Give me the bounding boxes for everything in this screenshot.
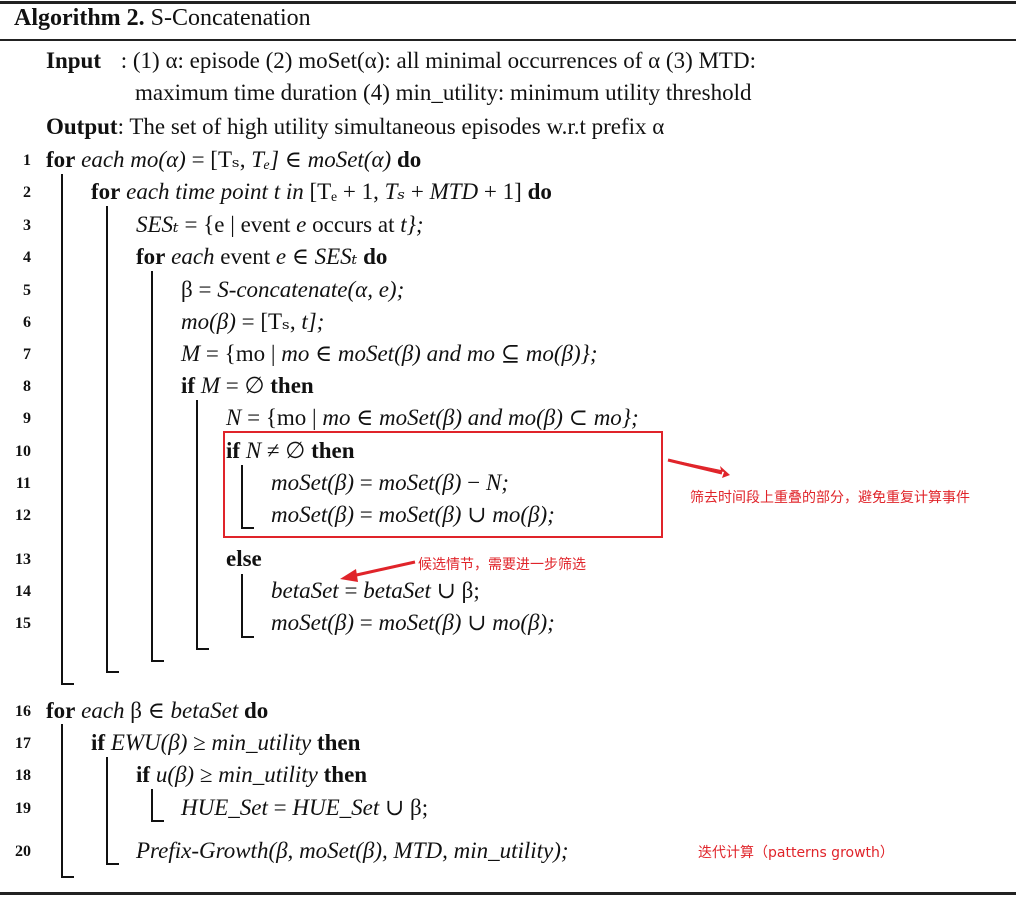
code-line-12: moSet(β) = moSet(β) ∪ mo(β); (271, 502, 555, 527)
line-number: 3 (23, 217, 31, 234)
line-number: 4 (23, 249, 31, 266)
bottom-rule (0, 892, 1016, 895)
line-number: 17 (15, 735, 31, 752)
scope-end-if-8 (196, 648, 209, 650)
line-number: 7 (23, 346, 31, 363)
code-line-13: else (226, 546, 262, 571)
line-number: 2 (23, 184, 31, 201)
line-number: 6 (23, 314, 31, 331)
scope-end-else-13 (241, 636, 254, 638)
scope-end-if-10 (241, 527, 254, 529)
scope-end-for-4 (151, 660, 164, 662)
highlight-box (223, 431, 663, 538)
output-line: Output: The set of high utility simultan… (46, 114, 664, 140)
annotation-dedupe: 筛去时间段上重叠的部分，避免重复计算事件 (690, 490, 970, 506)
code-line-1: for each mo(α) = [Tₛ, Tₑ] ∈ moSet(α) do (46, 147, 422, 172)
code-line-6: mo(β) = [Tₛ, t]; (181, 309, 325, 334)
scope-bar-if-18 (151, 789, 153, 822)
scope-end-if-17 (106, 863, 119, 865)
line-number: 13 (15, 551, 31, 568)
input-label: Input (46, 48, 101, 73)
scope-end-for-2 (106, 671, 119, 673)
scope-bar-if-10 (241, 465, 243, 529)
code-line-7: M = {mo | mo ∈ moSet(β) and mo ⊆ mo(β)}; (181, 341, 598, 366)
scope-bar-if-17 (106, 757, 108, 865)
line-number: 11 (15, 475, 31, 492)
code-line-20: Prefix-Growth(β, moSet(β), MTD, min_util… (136, 838, 569, 863)
algorithm-title: Algorithm 2. S-Concatenation (14, 5, 311, 32)
scope-bar-for-1 (61, 174, 63, 685)
input-text-1: : (1) α: episode (2) moSet(α): all minim… (120, 48, 756, 73)
line-number: 8 (23, 378, 31, 395)
scope-bar-else-13 (241, 574, 243, 638)
scope-bar-for-16 (61, 724, 63, 878)
code-line-15: moSet(β) = moSet(β) ∪ mo(β); (271, 610, 555, 635)
code-line-14: betaSet = betaSet ∪ β; (271, 578, 480, 603)
code-line-5: β = S-concatenate(α, e); (181, 277, 405, 302)
scope-end-for-16 (61, 876, 74, 878)
line-number: 20 (15, 843, 31, 860)
line-number: 5 (23, 282, 31, 299)
algorithm-number: Algorithm 2. (14, 5, 145, 31)
input-text-2: maximum time duration (4) min_utility: m… (135, 80, 752, 105)
scope-end-if-18 (151, 820, 164, 822)
line-number: 14 (15, 583, 31, 600)
input-line-2: maximum time duration (4) min_utility: m… (135, 80, 752, 106)
arrow-to-betaset-line (351, 560, 416, 578)
line-number: 18 (15, 767, 31, 784)
title-rule (0, 39, 1016, 41)
line-number: 9 (23, 410, 31, 427)
output-text: : The set of high utility simultaneous e… (117, 114, 665, 139)
code-line-17: if EWU(β) ≥ min_utility then (91, 730, 361, 755)
algorithm-name: S-Concatenation (150, 5, 311, 31)
code-line-8: if M = ∅ then (181, 373, 314, 398)
scope-bar-for-4 (151, 271, 153, 662)
arrow-to-box (668, 459, 730, 478)
scope-bar-if-8 (196, 400, 198, 650)
code-line-3: SESₜ = {e | event e occurs at t}; (136, 212, 424, 237)
line-number: 19 (15, 800, 31, 817)
output-label: Output (46, 114, 118, 139)
line-number: 10 (15, 443, 31, 460)
annotation-candidate: 候选情节，需要进一步筛选 (418, 557, 586, 573)
code-line-9: N = {mo | mo ∈ moSet(β) and mo(β) ⊂ mo}; (226, 405, 639, 430)
code-line-10: if N ≠ ∅ then (226, 438, 355, 463)
code-line-16: for each β ∈ betaSet do (46, 698, 269, 723)
code-line-4: for each event e ∈ SESₜ do (136, 244, 388, 269)
line-number: 16 (15, 703, 31, 720)
top-rule (0, 1, 1016, 4)
code-line-19: HUE_Set = HUE_Set ∪ β; (181, 795, 429, 820)
line-number: 1 (23, 152, 31, 169)
code-line-11: moSet(β) = moSet(β) − N; (271, 470, 509, 495)
code-line-18: if u(β) ≥ min_utility then (136, 762, 368, 787)
arrow-to-betaset (340, 569, 358, 582)
line-number: 15 (15, 615, 31, 632)
scope-end-for-1 (61, 683, 74, 685)
line-number: 12 (15, 507, 31, 524)
code-line-2: for each time point t in [Tₑ + 1, Tₛ + M… (91, 179, 552, 204)
input-line-1: Input : (1) α: episode (2) moSet(α): all… (46, 48, 756, 74)
scope-bar-for-2 (106, 206, 108, 673)
annotation-iterate: 迭代计算（patterns growth） (698, 845, 894, 861)
